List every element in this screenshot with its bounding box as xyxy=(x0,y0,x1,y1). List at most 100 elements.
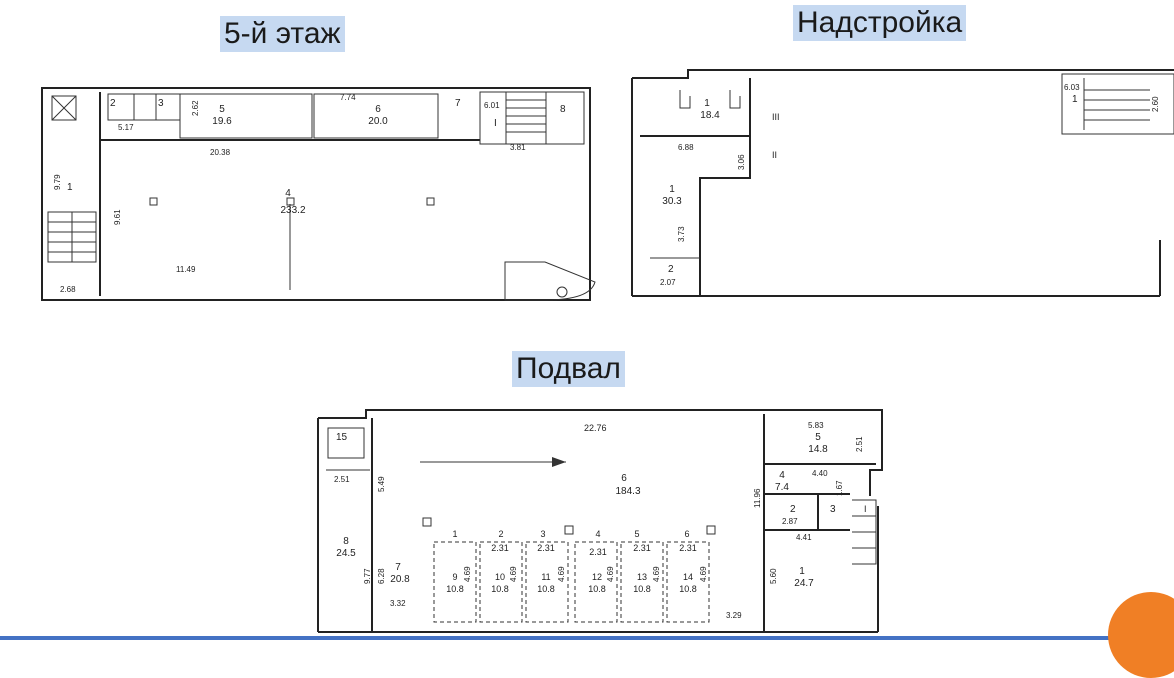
floor5-dim: 2.62 xyxy=(191,100,200,116)
super-dim: 3.73 xyxy=(677,226,686,242)
basement-dim: 2.87 xyxy=(782,517,798,526)
super-dim: 2.07 xyxy=(660,278,676,287)
spot-room-number: 14 xyxy=(683,572,693,582)
floor5-dim: 5.17 xyxy=(118,123,134,132)
parking-spot-5 xyxy=(620,541,664,623)
spot-room-number: 9 xyxy=(452,572,457,582)
floor5-room-1-label: 1 xyxy=(67,182,73,193)
spot-area: 10.8 xyxy=(679,584,697,594)
basement-room-1-label: 1 xyxy=(799,566,805,577)
floor5-dim: 20.38 xyxy=(210,148,231,157)
basement-room-8-area: 24.5 xyxy=(336,548,356,559)
floor5-dim: 7.74 xyxy=(340,93,356,102)
basement-room-15-label: 15 xyxy=(336,432,348,443)
spot-depth-dim: 4.69 xyxy=(557,566,566,582)
spot-room-number: 11 xyxy=(541,572,550,582)
floor5-dim: 6.01 xyxy=(484,101,500,110)
spot-depth-dim: 4.69 xyxy=(652,566,661,582)
floor5-room-6-area: 20.0 xyxy=(368,116,388,127)
spot-area: 10.8 xyxy=(588,584,606,594)
super-room-1b-area: 30.3 xyxy=(662,196,682,207)
basement-dim: 3.32 xyxy=(390,599,406,608)
parking-spot-2 xyxy=(479,541,523,623)
super-room-1-label: 1 xyxy=(704,98,710,109)
basement-dim: 11.96 xyxy=(753,488,762,508)
basement-dim: 5.49 xyxy=(377,476,386,492)
floor5-dim: 9.79 xyxy=(53,174,62,190)
parking-spot-1 xyxy=(433,541,477,623)
basement-stair-mark: I xyxy=(864,504,867,514)
spot-number: 5 xyxy=(634,529,639,539)
basement-room-7-area: 20.8 xyxy=(390,574,410,585)
floor5-room-8-label: 8 xyxy=(560,104,566,115)
title-basement: Подвал xyxy=(512,351,625,387)
parking-spot-4 xyxy=(574,541,618,623)
spot-number: 4 xyxy=(595,529,600,539)
spot-number: 6 xyxy=(684,529,689,539)
floor5-dim: 2.68 xyxy=(60,285,76,294)
spot-number: 1 xyxy=(452,529,457,539)
spot-area: 10.8 xyxy=(537,584,555,594)
floor5-balcony xyxy=(504,261,596,301)
basement-dim: 6.28 xyxy=(377,568,386,584)
spot-area: 10.8 xyxy=(491,584,509,594)
super-room-1-area: 18.4 xyxy=(700,110,720,121)
basement-room-5-area: 14.8 xyxy=(808,444,828,455)
basement-dim: 4.40 xyxy=(812,469,828,478)
spot-area: 10.8 xyxy=(633,584,651,594)
floor-plans: 1 2 3 4 233.2 5 19.6 6 20.0 7 8 I 2.62 5… xyxy=(41,69,1174,633)
parking-spot-6 xyxy=(666,541,710,623)
floor5-dim: 11.49 xyxy=(176,265,196,274)
spot-width-dim: 2.31 xyxy=(679,543,697,553)
spot-width-dim: 2.31 xyxy=(491,543,509,553)
basement-dim: 5.60 xyxy=(769,568,778,584)
basement-room-3-label: 3 xyxy=(830,504,836,515)
basement-room-2-label: 2 xyxy=(790,504,796,515)
floor5-room-6-label: 6 xyxy=(375,104,381,115)
superstructure-plan: 1 18.4 1 30.3 2 1 6.88 3.06 3.73 2.07 6.… xyxy=(631,69,1174,297)
super-mark-ii: II xyxy=(772,150,777,160)
basement-room-4-area: 7.4 xyxy=(775,482,789,493)
floor5-room-5-label: 5 xyxy=(219,104,225,115)
spot-depth-dim: 4.69 xyxy=(463,566,472,582)
parking-spot-3 xyxy=(525,541,569,623)
elevator-shaft xyxy=(51,95,77,121)
super-room-1b-label: 1 xyxy=(669,184,675,195)
basement-dim: 5.83 xyxy=(808,421,824,430)
floor5-room-4-area: 233.2 xyxy=(280,205,305,216)
basement-dim: 2.51 xyxy=(855,436,864,452)
floor5-room-3-label: 3 xyxy=(158,98,164,109)
super-dim: 2.60 xyxy=(1151,96,1160,112)
super-dim: 3.06 xyxy=(737,154,746,170)
floor5-plan: 1 2 3 4 233.2 5 19.6 6 20.0 7 8 I 2.62 5… xyxy=(41,87,596,301)
title-floor5: 5-й этаж xyxy=(220,16,345,52)
floor5-room-7-label: 7 xyxy=(455,98,461,109)
super-room-2-label: 2 xyxy=(668,264,674,275)
basement-plan: 1 2 3 4 5 6 2.31 2.31 2.31 2.31 2.31 9 1… xyxy=(317,409,883,633)
floor5-dim: 3.81 xyxy=(510,143,526,152)
floor5-room-4-label: 4 xyxy=(285,188,291,199)
spot-depth-dim: 4.69 xyxy=(699,566,708,582)
basement-room-5-label: 5 xyxy=(815,432,821,443)
spot-width-dim: 2.31 xyxy=(537,543,555,553)
spot-number: 3 xyxy=(540,529,545,539)
superstructure-stair xyxy=(1061,73,1174,135)
title-superstructure: Надстройка xyxy=(793,5,967,41)
super-mark-iii: III xyxy=(772,112,780,122)
floor5-stair-right xyxy=(479,91,585,145)
spot-number: 2 xyxy=(498,529,503,539)
spot-depth-dim: 4.69 xyxy=(509,566,518,582)
super-dim: 6.88 xyxy=(678,143,694,152)
basement-dim: 4.41 xyxy=(796,533,812,542)
basement-dim: 22.76 xyxy=(584,423,607,433)
basement-room-7-label: 7 xyxy=(395,562,401,573)
spot-area: 10.8 xyxy=(446,584,464,594)
floor5-room-2-label: 2 xyxy=(110,98,116,109)
super-dim: 6.03 xyxy=(1064,83,1080,92)
floor5-stair-mark: I xyxy=(494,118,497,129)
basement-dim: 2.51 xyxy=(334,475,350,484)
spot-width-dim: 2.31 xyxy=(633,543,651,553)
basement-room-8-label: 8 xyxy=(343,536,349,547)
basement-room-1-area: 24.7 xyxy=(794,578,814,589)
spot-room-number: 13 xyxy=(637,572,647,582)
